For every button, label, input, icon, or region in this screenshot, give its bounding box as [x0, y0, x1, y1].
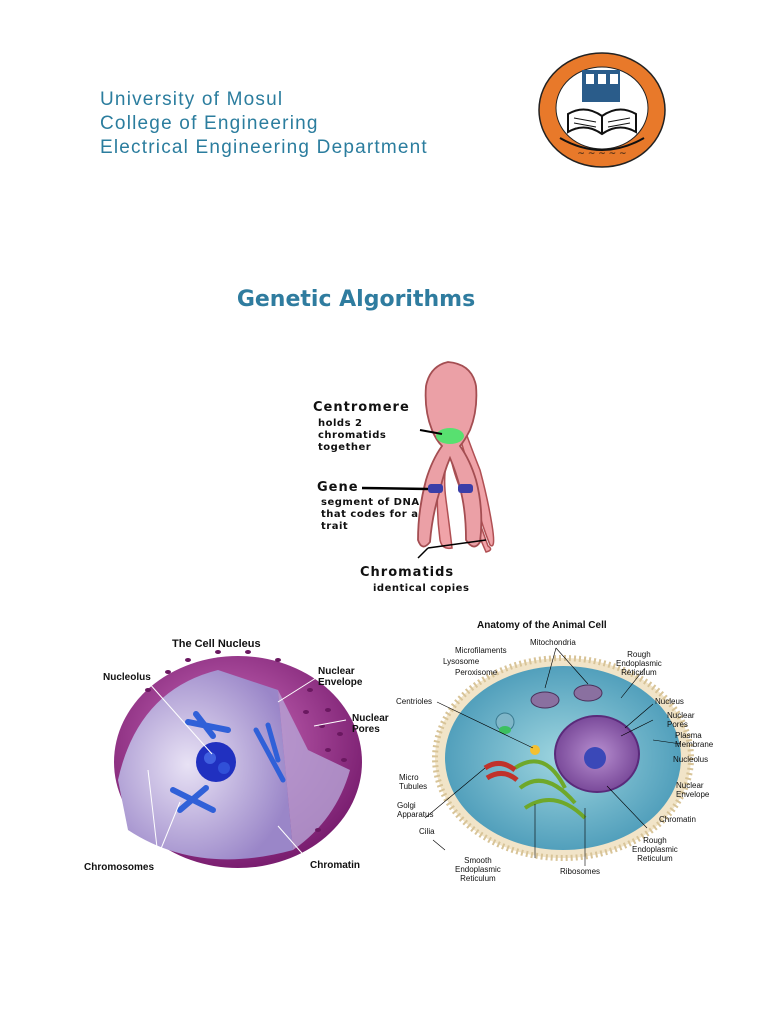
nucleus-title: The Cell Nucleus	[172, 638, 261, 650]
chromosome-diagram	[361, 361, 495, 559]
centromere-label: Centromere	[313, 400, 410, 415]
chromatids-description: identical copies	[373, 583, 470, 594]
chromosomes-label: Chromosomes	[84, 862, 155, 873]
cell-title: Anatomy of the Animal Cell	[477, 620, 607, 631]
college-name: College of Engineering	[100, 113, 319, 134]
svg-text:~ ~ ~ ~ ~: ~ ~ ~ ~ ~	[577, 149, 626, 159]
gene-description: segment of DNA that codes for a trait	[321, 497, 420, 532]
cell-nucleolus-label: Nucleolus	[673, 755, 709, 764]
cell-nucleus-illustration	[114, 650, 362, 868]
chromatin-label: Chromatin	[310, 860, 360, 871]
nucleus-label: Nucleus	[655, 697, 684, 706]
institution-header: University of Mosul College of Engineeri…	[100, 88, 428, 160]
lysosome-label: Lysosome	[443, 657, 480, 666]
centrioles-label: Centrioles	[396, 697, 433, 706]
university-seal-logo: ~ ~ ~ ~ ~	[538, 52, 666, 168]
nucleolus-label: Nucleolus	[103, 672, 151, 683]
document-title: Genetic Algorithms	[236, 287, 476, 312]
animal-cell-illustration	[424, 647, 694, 866]
gene-label: Gene	[317, 480, 359, 495]
chromatids-label: Chromatids	[360, 565, 455, 580]
cell-chromatin-label: Chromatin	[659, 815, 696, 824]
department-name: Electrical Engineering Department	[100, 137, 428, 158]
university-name: University of Mosul	[100, 89, 284, 110]
microfilaments-label: Microfilaments	[455, 646, 507, 655]
peroxisome-label: Peroxisome	[455, 668, 498, 677]
ribosomes-label: Ribosomes	[560, 867, 601, 876]
mitochondria-label: Mitochondria	[530, 638, 576, 647]
centromere-description: holds 2 chromatids together	[318, 418, 387, 453]
cilia-label: Cilia	[419, 827, 435, 836]
